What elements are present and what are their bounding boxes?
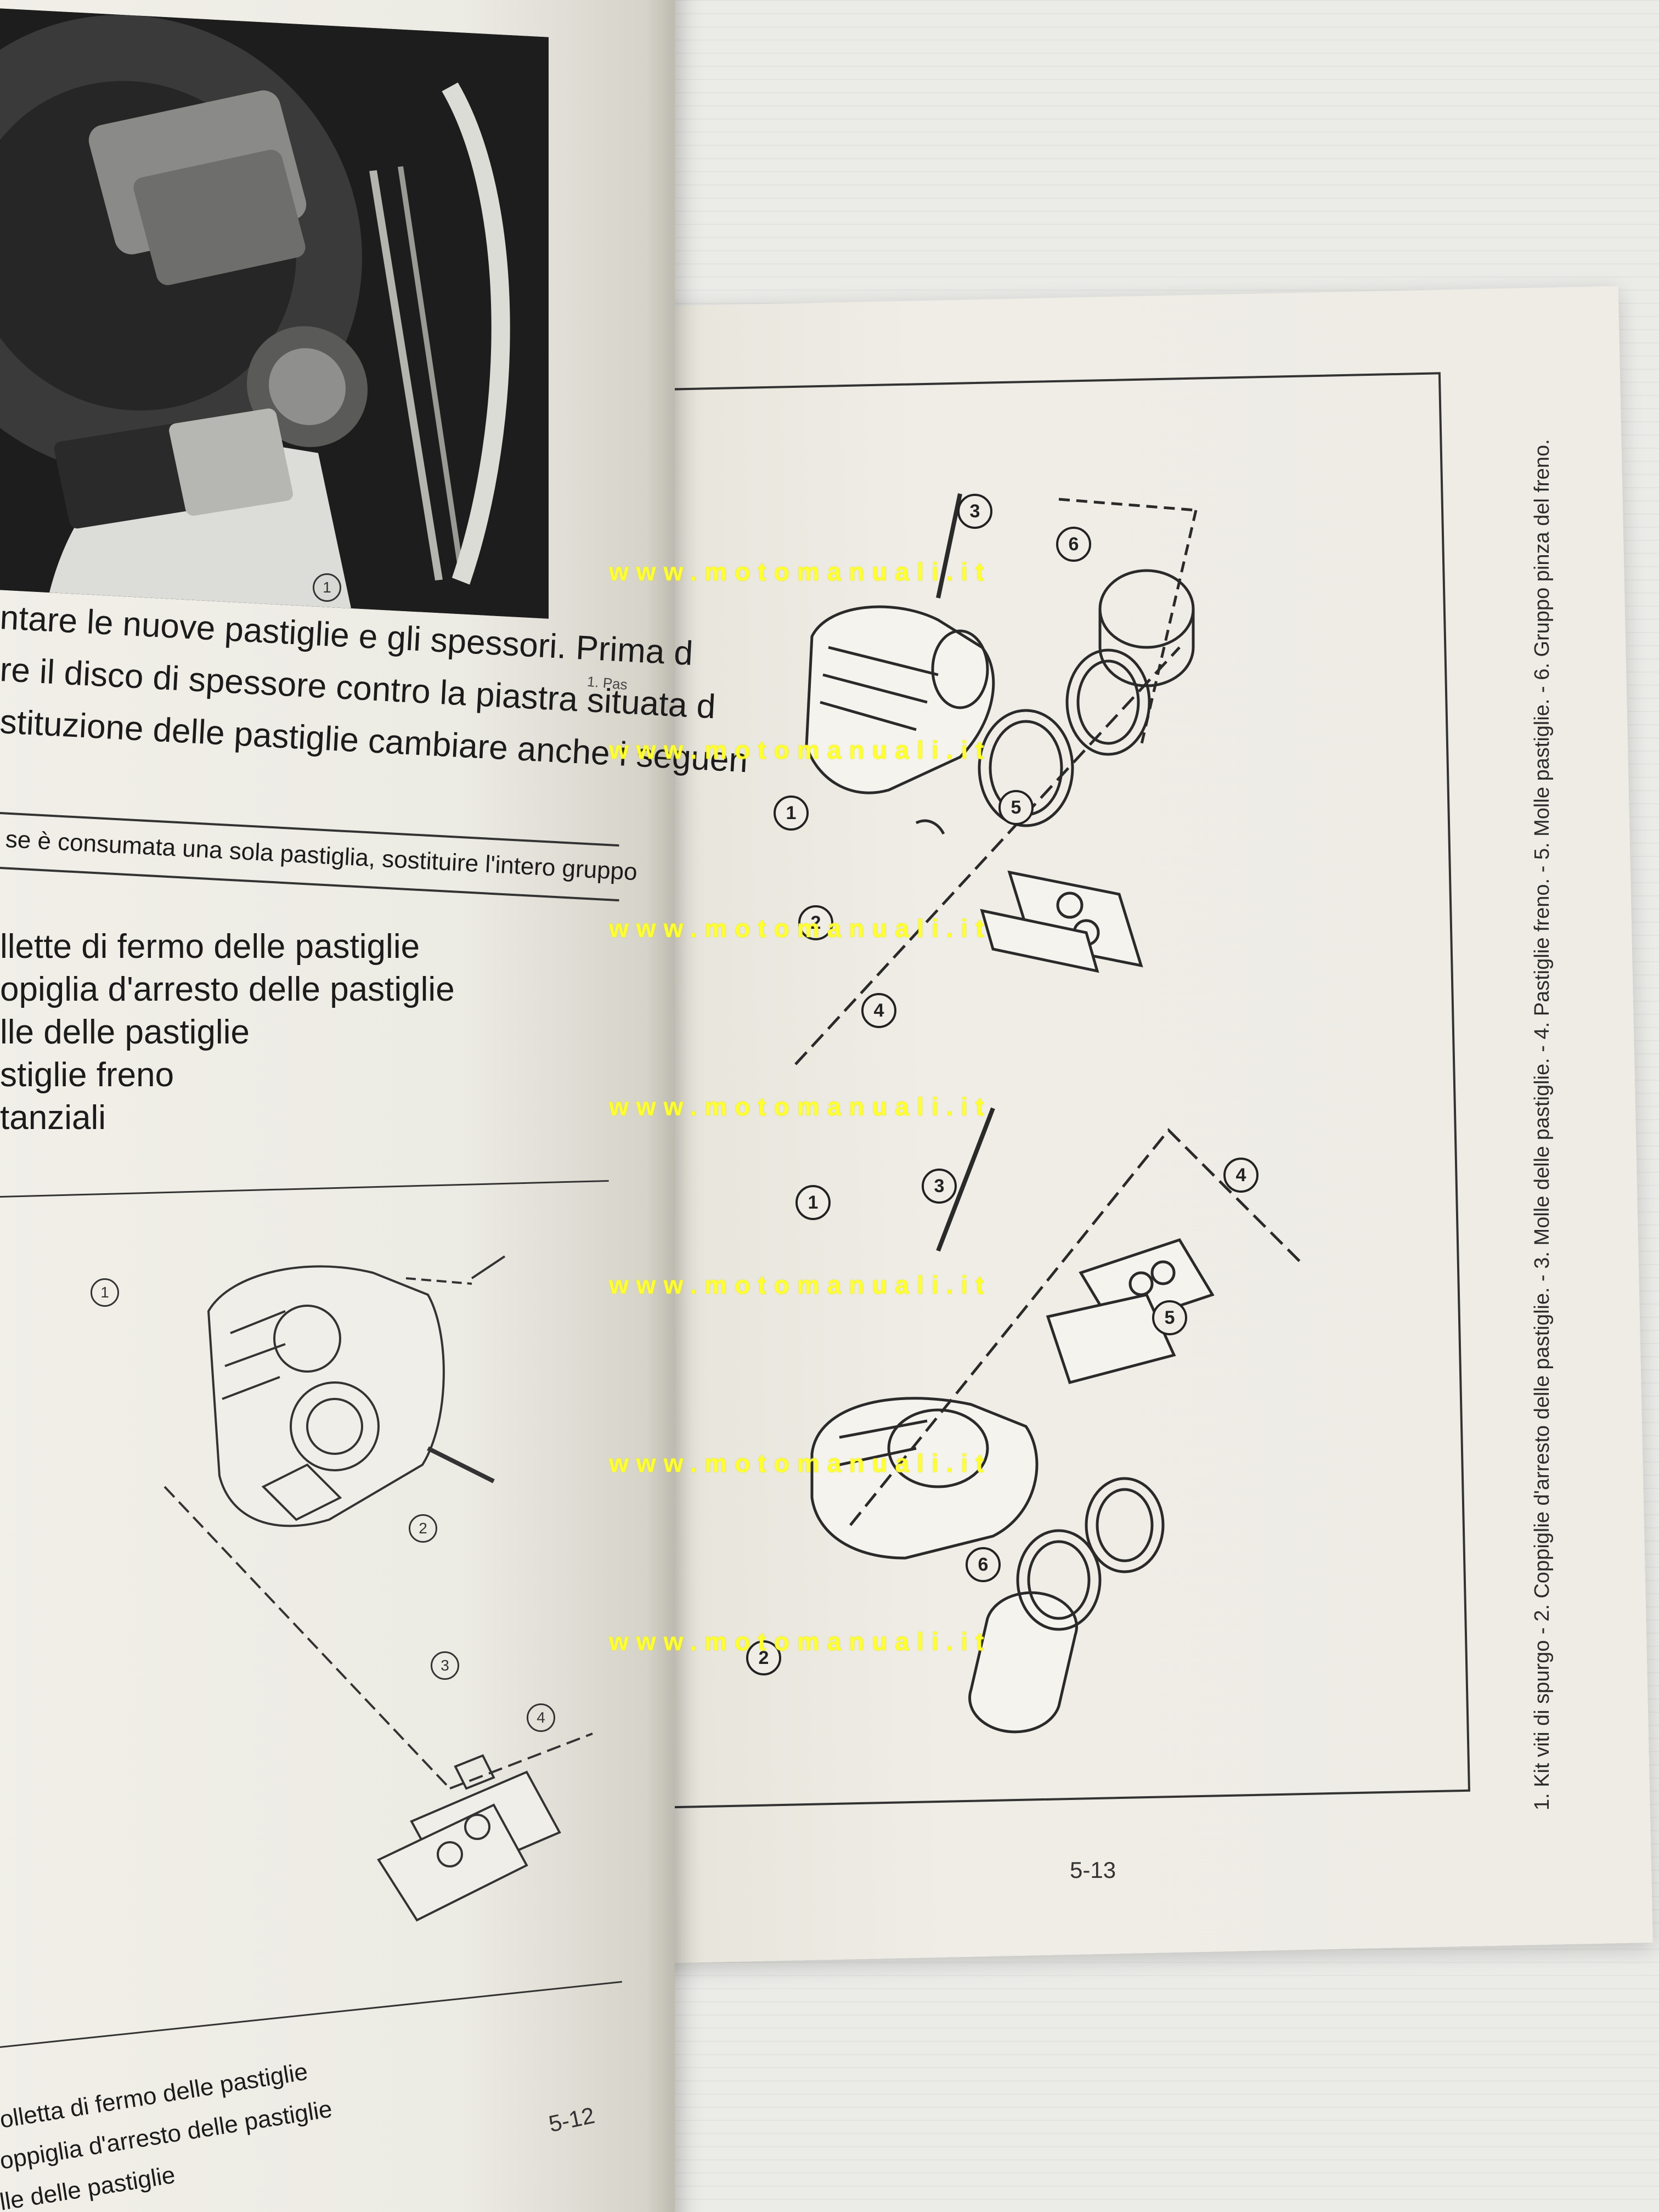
page-number-right: 5-13 <box>1070 1857 1116 1883</box>
left-callout-4: 4 <box>527 1703 555 1732</box>
callout-3b: 3 <box>922 1169 957 1204</box>
watermark-4: www.motomanuali.it <box>609 1092 992 1121</box>
callout-5b: 5 <box>1152 1300 1187 1335</box>
photo-art <box>0 7 549 619</box>
callout-3: 3 <box>957 494 992 529</box>
left-callout-2: 2 <box>409 1514 437 1543</box>
parts-item-4: stiglie freno <box>0 1056 174 1094</box>
callout-4b: 4 <box>1223 1158 1259 1193</box>
watermark-2: www.motomanuali.it <box>609 736 992 764</box>
left-callout-3: 3 <box>431 1651 459 1680</box>
note-text: se è consumata una sola pastiglia, sosti… <box>4 826 638 886</box>
callout-5: 5 <box>998 790 1034 825</box>
parts-item-1: llette di fermo delle pastiglie <box>0 928 420 966</box>
callout-2b: 2 <box>746 1640 781 1675</box>
page-number-left: 5-12 <box>546 2102 597 2137</box>
callout-1b: 1 <box>795 1185 831 1220</box>
left-page: 1 1. Pas ntare le nuove pastiglie e gli … <box>0 0 749 2212</box>
right-caption: 1. Kit viti di spurgo - 2. Coppiglie d'a… <box>1531 439 1554 1810</box>
left-diagram <box>163 1255 593 1922</box>
photo-callout-1: 1 <box>313 573 341 602</box>
left-callout-1: 1 <box>91 1278 119 1307</box>
diagram-rule-top <box>0 1180 609 1198</box>
callout-4: 4 <box>861 993 896 1028</box>
parts-item-3: lle delle pastiglie <box>0 1013 250 1051</box>
callout-2: 2 <box>798 905 833 940</box>
watermark-3: www.motomanuali.it <box>609 914 992 943</box>
right-diagram <box>794 493 1301 1734</box>
watermark-7: www.motomanuali.it <box>609 1627 992 1656</box>
watermark-1: www.motomanuali.it <box>609 557 992 586</box>
callout-6b: 6 <box>966 1547 1001 1582</box>
parts-item-5: tanziali <box>0 1099 106 1137</box>
callout-1: 1 <box>774 795 809 831</box>
callout-6: 6 <box>1056 527 1091 562</box>
brake-photo <box>0 7 549 619</box>
watermark-6: www.motomanuali.it <box>609 1449 992 1477</box>
watermark-5: www.motomanuali.it <box>609 1271 992 1299</box>
parts-item-2: opiglia d'arresto delle pastiglie <box>0 970 455 1008</box>
